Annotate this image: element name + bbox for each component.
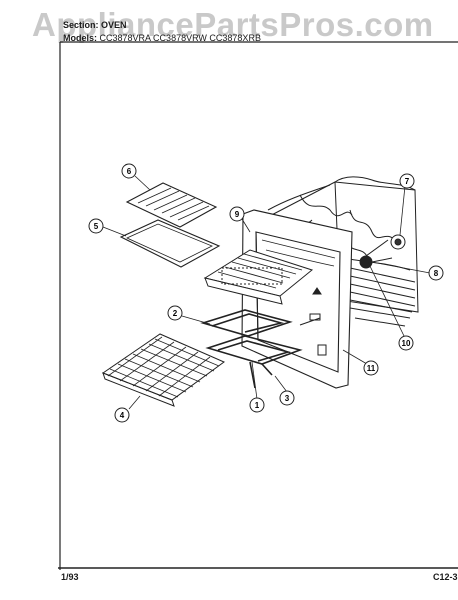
models-list: CC3878VRA CC3878VRW CC3878XRB bbox=[99, 33, 261, 43]
callout-1: 1 bbox=[249, 397, 265, 413]
callout-8: 8 bbox=[428, 265, 444, 281]
section-prefix: Section: bbox=[63, 20, 99, 30]
callout-markers: 6 5 9 2 4 1 3 7 8 10 11 bbox=[88, 163, 444, 423]
callout-6-label: 6 bbox=[127, 167, 132, 176]
callout-10: 10 bbox=[398, 335, 414, 351]
callout-10-label: 10 bbox=[402, 339, 411, 348]
callout-3: 3 bbox=[279, 390, 295, 406]
page-frame bbox=[58, 41, 458, 570]
callout-6: 6 bbox=[121, 163, 137, 179]
callout-3-label: 3 bbox=[285, 394, 290, 403]
callout-9-label: 9 bbox=[235, 210, 240, 219]
broil-element bbox=[205, 335, 303, 389]
callout-5: 5 bbox=[88, 218, 104, 234]
callout-2-label: 2 bbox=[173, 309, 178, 318]
callout-8-label: 8 bbox=[434, 269, 439, 278]
watermark: AppliancePartsPros.com bbox=[32, 6, 434, 43]
callout-5-label: 5 bbox=[94, 222, 99, 231]
bake-element bbox=[200, 309, 293, 337]
oven-cavity bbox=[261, 176, 419, 327]
models-heading: Models: CC3878VRA CC3878VRW CC3878XRB bbox=[63, 33, 261, 43]
section-heading: Section: OVEN bbox=[63, 20, 127, 30]
footer-date: 1/93 bbox=[61, 572, 79, 582]
callout-4: 4 bbox=[114, 407, 130, 423]
broiler-pan bbox=[119, 219, 221, 268]
thermostat-parts bbox=[359, 234, 406, 269]
callout-1-label: 1 bbox=[255, 401, 260, 410]
bake-broil-assembly bbox=[203, 249, 314, 305]
models-label: Models: bbox=[63, 33, 98, 43]
callout-7: 7 bbox=[399, 173, 415, 189]
igniter-parts bbox=[299, 287, 327, 356]
section-value: OVEN bbox=[101, 20, 127, 30]
callout-7-label: 7 bbox=[405, 177, 410, 186]
broiler-pan-insert bbox=[125, 182, 218, 228]
callout-2: 2 bbox=[167, 305, 183, 321]
footer-page-code: C12-3 bbox=[433, 572, 458, 582]
callout-9: 9 bbox=[229, 206, 245, 222]
callout-11-label: 11 bbox=[367, 364, 376, 373]
leader-lines bbox=[102, 175, 431, 410]
callout-4-label: 4 bbox=[120, 411, 125, 420]
oven-rack bbox=[101, 333, 225, 407]
callout-11: 11 bbox=[363, 360, 379, 376]
